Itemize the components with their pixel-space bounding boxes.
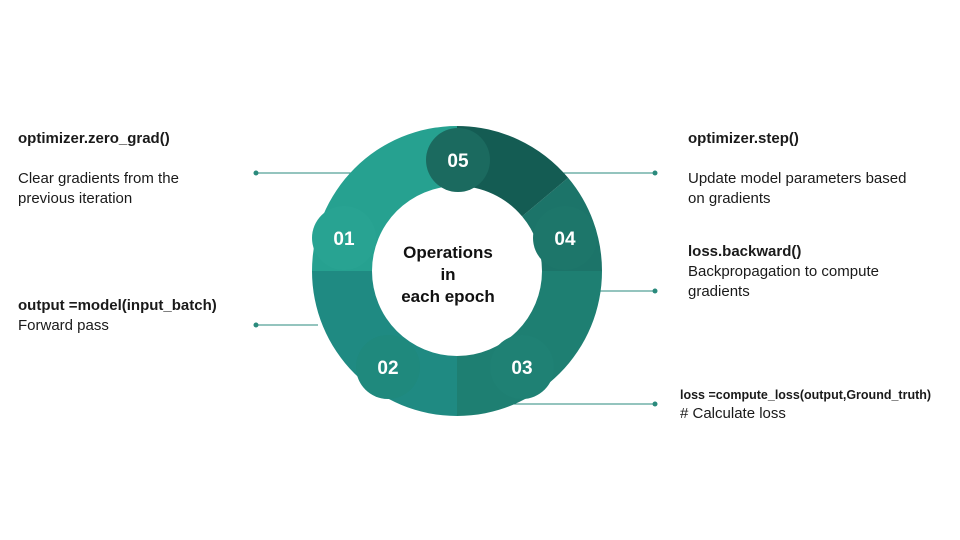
step-title-04: loss.backward() [688,243,802,260]
connector-dot-05 [652,170,658,176]
step-desc-03-line1: # Calculate loss [680,405,786,422]
badges [312,128,597,399]
badge-03 [490,335,554,399]
step-label-04: loss.backward() Backpropagation to compu… [688,242,948,302]
step-label-01: optimizer.zero_grad() Clear gradients fr… [18,129,248,209]
step-number-03: 03 [511,358,532,379]
connectors [253,170,658,407]
connector-dot-02 [253,322,259,328]
connector-dot-04 [652,288,658,294]
step-desc-01-line1: Clear gradients from the [18,170,179,187]
badge-numbers: 01 02 03 04 05 [333,151,576,379]
step-desc-01-line2: previous iteration [18,190,133,207]
step-label-02: output =model(input_batch) Forward pass [18,296,258,336]
step-desc-05-line2: on gradients [688,190,771,207]
step-title-05: optimizer.step() [688,130,799,147]
step-title-02: output =model(input_batch) [18,297,217,314]
step-desc-05-line1: Update model parameters based [688,170,907,187]
step-desc-04-line1: Backpropagation to compute [688,263,879,280]
step-title-01: optimizer.zero_grad() [18,130,170,147]
center-line-2: in [440,265,456,284]
step-desc-04-line2: gradients [688,283,750,300]
badge-05 [426,128,490,192]
connector-dot-03 [652,401,658,407]
step-label-05: optimizer.step() Update model parameters… [688,129,948,209]
step-number-04: 04 [554,229,576,250]
step-desc-02-line1: Forward pass [18,317,109,334]
step-label-03: loss =compute_loss(output,Ground_truth) … [680,386,956,424]
step-number-02: 02 [377,358,398,379]
center-line-1: Operations [403,243,493,262]
connector-dot-01 [253,170,259,176]
step-title-03: loss =compute_loss(output,Ground_truth) [680,388,932,402]
badge-01 [312,206,376,270]
center-line-3: each epoch [401,287,495,306]
badge-02 [356,335,420,399]
center-label: Operations in each epoch [373,242,523,308]
step-number-05: 05 [447,151,469,172]
step-number-01: 01 [333,229,355,250]
badge-04 [533,206,597,270]
